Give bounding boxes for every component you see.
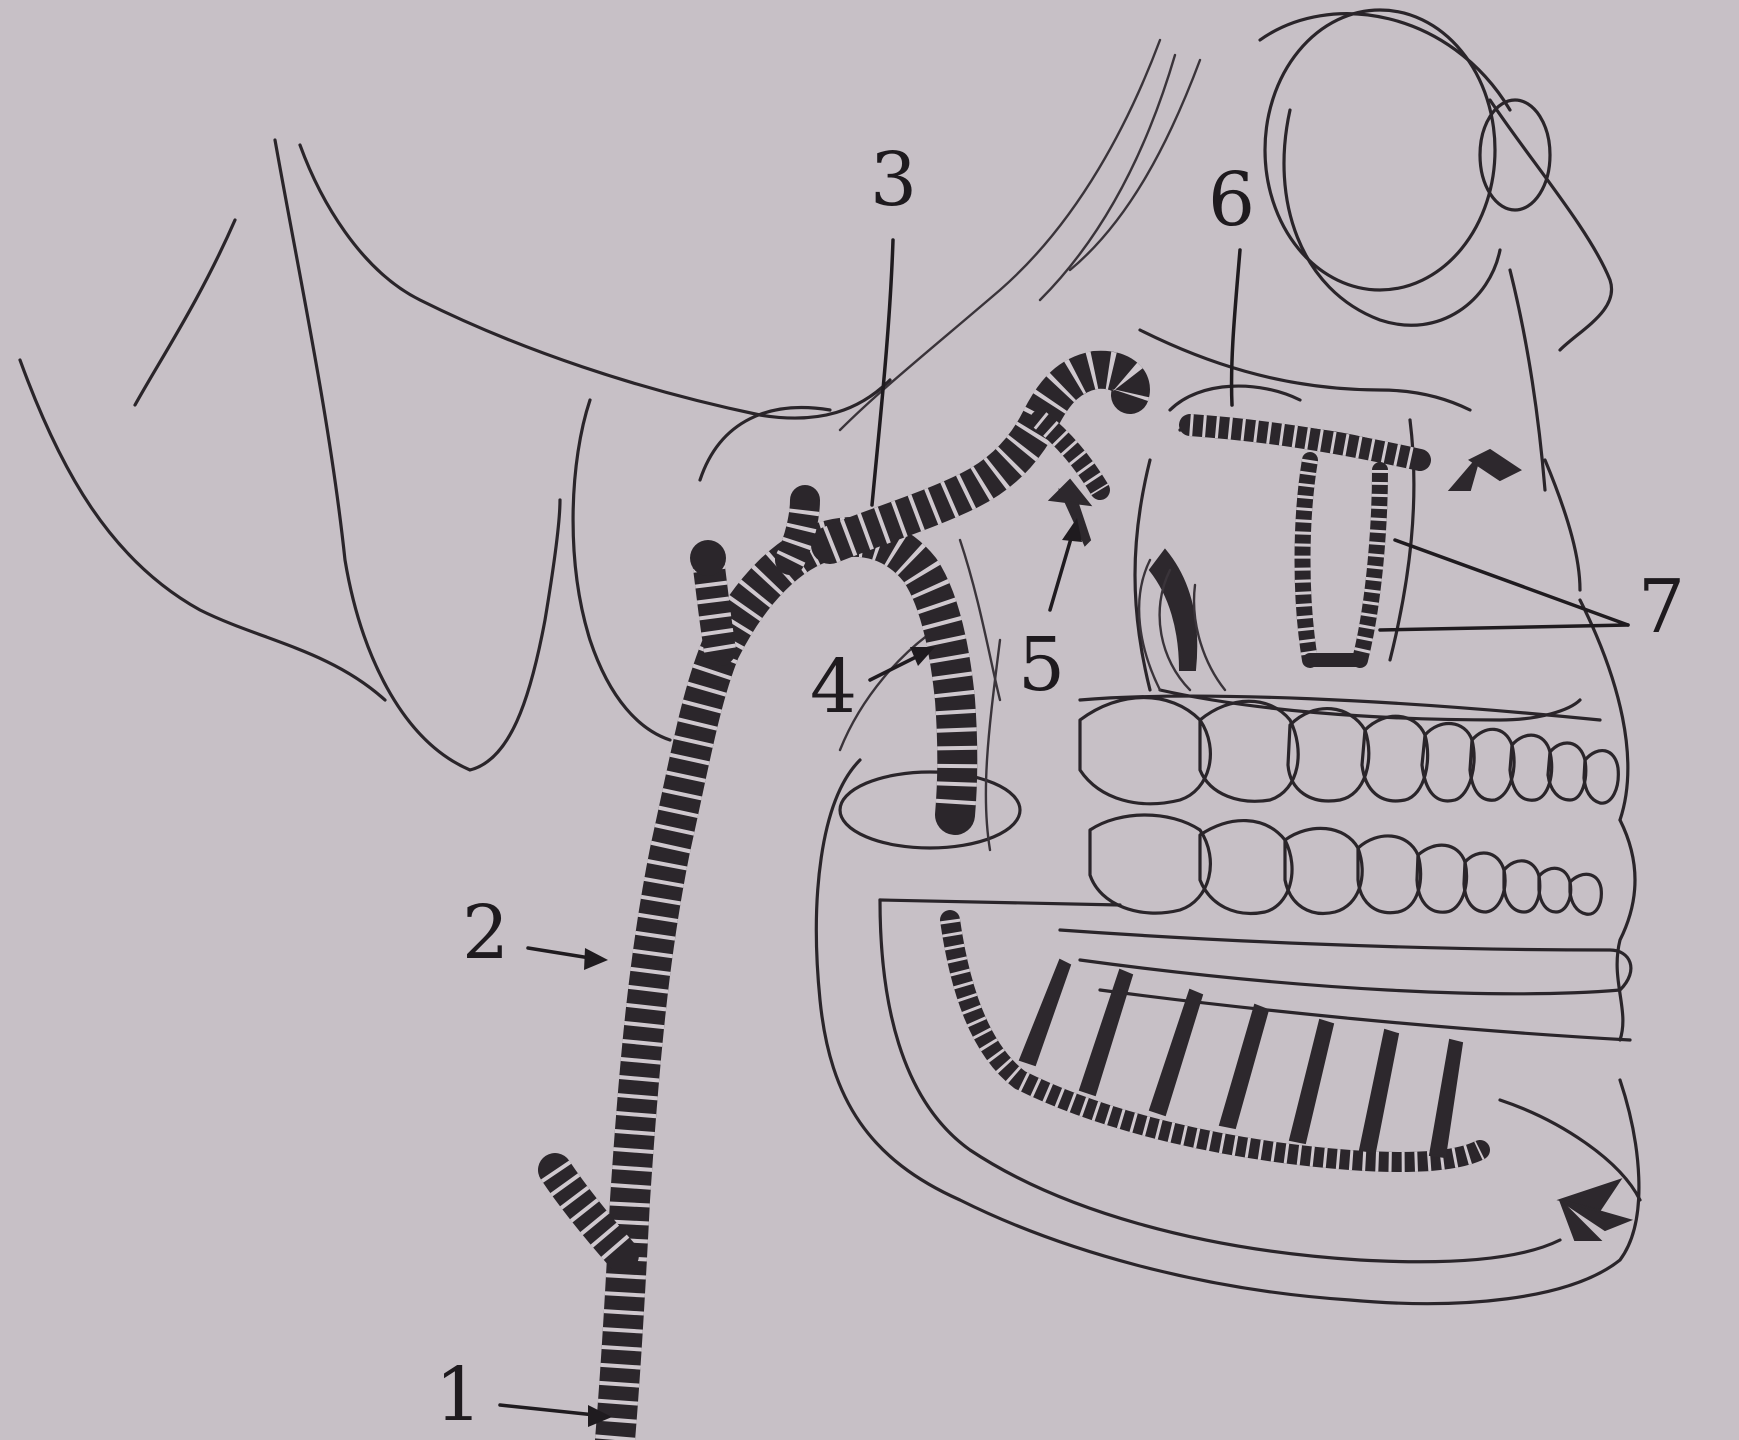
superior-alveolar-arteries xyxy=(1303,460,1381,660)
label-5: 5 xyxy=(1018,622,1065,708)
leader-6 xyxy=(1232,250,1240,405)
label-1: 1 xyxy=(435,1352,482,1438)
leader-7a xyxy=(1395,540,1628,625)
posterior-auricular-artery xyxy=(690,540,726,650)
leader-2-arrowhead xyxy=(584,948,608,970)
superficial-temporal-artery xyxy=(790,500,805,560)
arteries xyxy=(555,370,1480,1440)
lower-teeth xyxy=(1090,815,1601,914)
gums xyxy=(1060,696,1631,1040)
label-2: 2 xyxy=(462,890,509,976)
label-6: 6 xyxy=(1208,157,1255,243)
leader-1 xyxy=(500,1405,595,1415)
external-carotid-artery xyxy=(615,537,957,1440)
posterior-superior-alveolar-branches xyxy=(1139,550,1225,690)
label-3: 3 xyxy=(870,137,917,223)
leader-2 xyxy=(528,948,590,958)
label-4: 4 xyxy=(810,644,857,730)
leader-5 xyxy=(1050,535,1072,610)
label-7: 7 xyxy=(1638,564,1685,650)
leader-3 xyxy=(872,240,893,505)
leader-7b xyxy=(1380,625,1628,630)
leader-4 xyxy=(870,655,920,680)
